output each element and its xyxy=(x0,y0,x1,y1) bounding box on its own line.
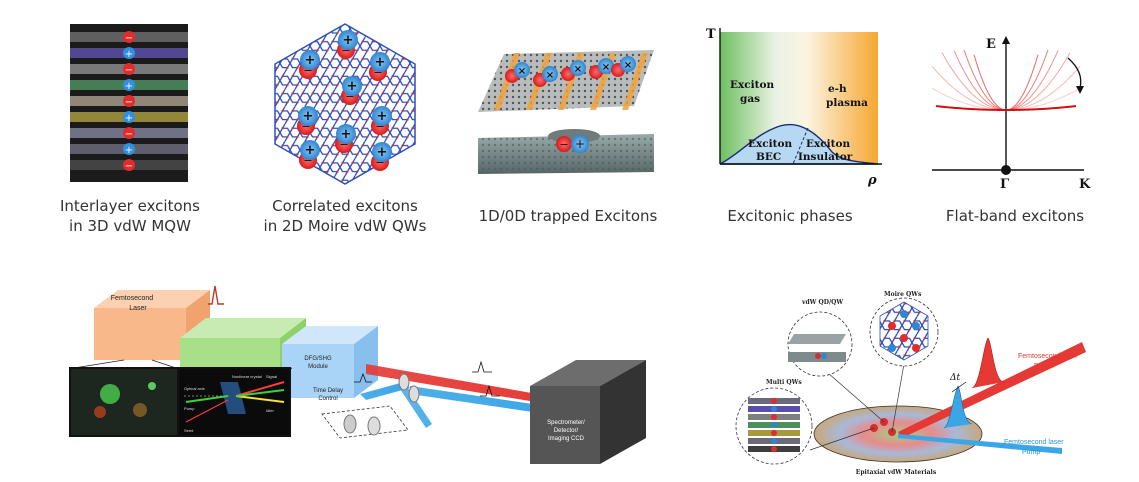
phase-diagram: T ρ Exciton gas e-h plasma Exciton BEC E… xyxy=(706,27,882,188)
svg-text:−: − xyxy=(301,120,310,133)
svg-text:−: − xyxy=(125,161,133,172)
svg-text:+: + xyxy=(303,109,314,124)
svg-text:−: − xyxy=(375,156,384,169)
svg-text:Signal: Signal xyxy=(266,374,277,379)
svg-text:−: − xyxy=(125,33,133,44)
axis-rho: ρ xyxy=(867,173,877,188)
svg-text:Probe: Probe xyxy=(1034,363,1053,370)
multi-label: Multi QWs xyxy=(766,379,802,386)
svg-text:+: + xyxy=(341,127,352,142)
axis-T: T xyxy=(706,27,716,42)
svg-text:×: × xyxy=(574,64,582,75)
svg-text:plasma: plasma xyxy=(826,97,868,109)
svg-text:Pump: Pump xyxy=(1022,449,1040,456)
svg-text:−: − xyxy=(341,44,350,57)
caption-phases: Excitonic phases xyxy=(727,207,853,225)
svg-text:Imaging CCD: Imaging CCD xyxy=(548,436,585,442)
label-exciton-insulator: Exciton xyxy=(806,138,850,150)
svg-text:+: + xyxy=(377,145,388,160)
svg-text:×: × xyxy=(546,70,554,81)
pump-probe-sample: Epitaxial vdW Materials Δt Femtosecond l… xyxy=(735,291,1086,476)
svg-text:−: − xyxy=(373,66,382,79)
svg-text:Nonlinear crystal: Nonlinear crystal xyxy=(232,374,262,379)
svg-text:+: + xyxy=(125,49,133,60)
caption-flatband: Flat-band excitons xyxy=(945,207,1085,225)
svg-text:Control: Control xyxy=(318,396,337,402)
svg-text:+: + xyxy=(125,81,133,92)
svg-text:+: + xyxy=(125,113,133,124)
trapped-excitons-illustration: × × × × × − + xyxy=(478,50,654,174)
svg-text:+: + xyxy=(125,145,133,156)
moire-label: Moire QWs xyxy=(884,291,922,298)
label-gamma: Γ xyxy=(1000,177,1010,192)
svg-text:Laser: Laser xyxy=(129,305,147,312)
svg-text:+: + xyxy=(347,79,358,94)
mqw-exciton-stack: − + − + − + − + − xyxy=(70,24,188,182)
svg-text:−: − xyxy=(303,64,312,77)
pump-label: Femtosecond laser xyxy=(1004,439,1064,446)
caption-trapped: 1D/0D trapped Excitons xyxy=(478,207,658,225)
svg-text:+: + xyxy=(375,55,386,70)
svg-text:−: − xyxy=(559,138,568,151)
svg-text:×: × xyxy=(624,60,632,71)
svg-text:Seed: Seed xyxy=(184,428,193,433)
svg-text:−: − xyxy=(339,138,348,151)
svg-text:+: + xyxy=(305,143,316,158)
module-label: DFG/SHG xyxy=(304,356,332,362)
svg-text:−: − xyxy=(345,90,354,103)
svg-text:Optical axis: Optical axis xyxy=(184,386,205,391)
axis-E: E xyxy=(986,37,996,52)
svg-text:BEC: BEC xyxy=(756,151,781,163)
svg-text:×: × xyxy=(602,62,610,73)
svg-text:−: − xyxy=(303,154,312,167)
svg-text:−: − xyxy=(125,129,133,140)
svg-text:×: × xyxy=(518,66,526,77)
svg-text:gas: gas xyxy=(740,93,760,105)
label-exciton-bec: Exciton xyxy=(748,138,792,150)
flatband-diagram: E Γ K xyxy=(931,36,1091,192)
svg-text:−: − xyxy=(125,65,133,76)
vdw-label: vdW QD/QW xyxy=(801,299,843,306)
svg-text:Detector/: Detector/ xyxy=(554,428,579,434)
axis-K: K xyxy=(1079,177,1091,192)
svg-text:+: + xyxy=(377,109,388,124)
laser-label: Femtosecond xyxy=(111,295,154,302)
svg-text:Idler: Idler xyxy=(266,408,274,413)
label-eh-plasma: e-h xyxy=(828,83,847,95)
moire-hexagon: +−+−+−+−+−+−+−+−+− xyxy=(274,23,416,185)
svg-text:+: + xyxy=(575,137,585,151)
svg-text:+: + xyxy=(343,33,354,48)
svg-text:−: − xyxy=(375,120,384,133)
label-exciton-gas: Exciton xyxy=(730,79,774,91)
probe-label: Femtosecond laser xyxy=(1018,353,1078,360)
svg-text:−: − xyxy=(125,97,133,108)
svg-text:Insulator: Insulator xyxy=(798,151,853,163)
svg-text:+: + xyxy=(305,53,316,68)
svg-text:Module: Module xyxy=(308,364,328,370)
svg-text:Pump: Pump xyxy=(184,406,195,411)
optical-setup: Femtosecond Laser DFG/SHG Module Time De… xyxy=(69,285,646,464)
delta-t: Δt xyxy=(949,373,960,383)
material-label: Epitaxial vdW Materials xyxy=(856,469,937,476)
delay-label: Time Delay xyxy=(313,388,343,394)
detector-label: Spectrometer/ xyxy=(547,420,585,426)
